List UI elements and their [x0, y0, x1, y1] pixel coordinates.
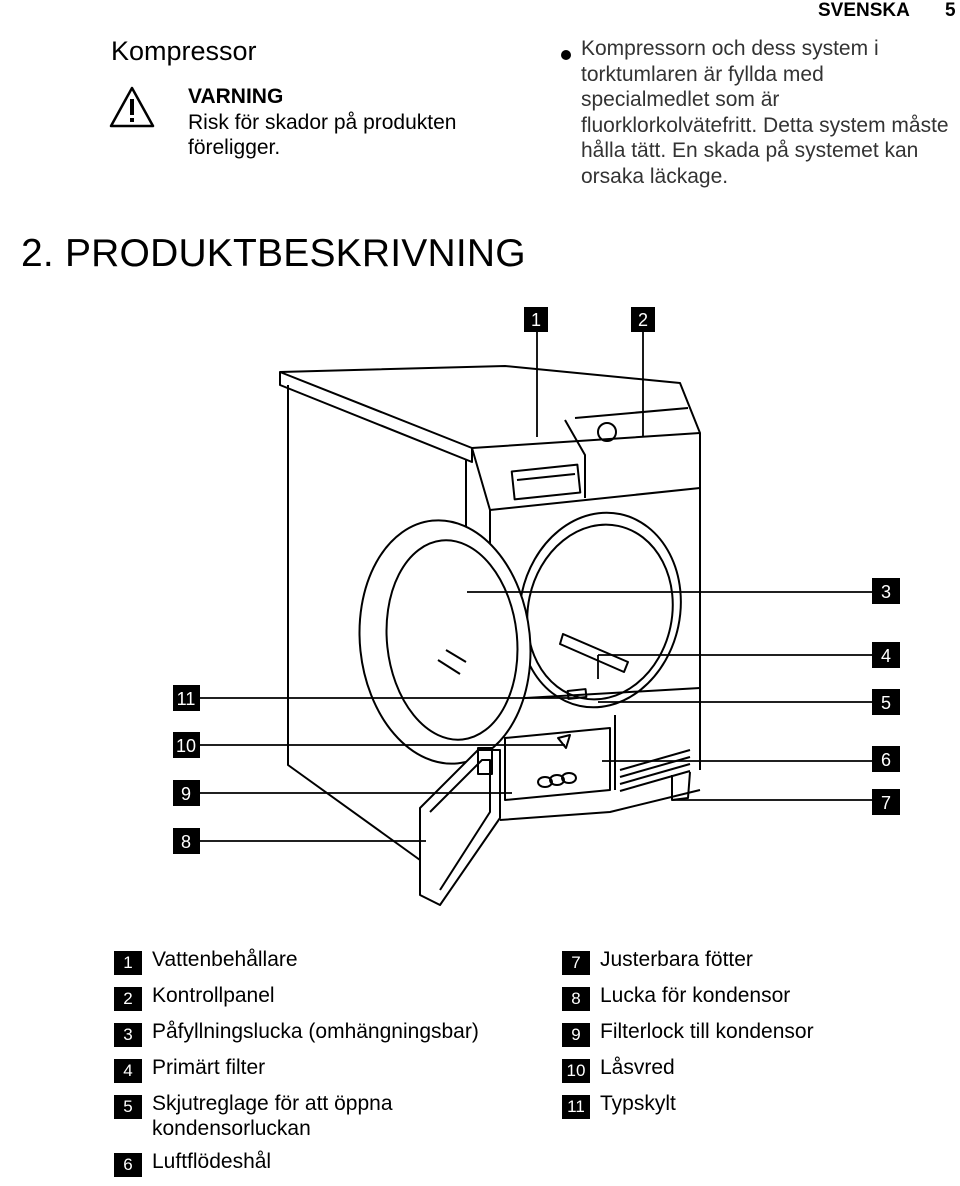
- legend-text: Vattenbehållare: [152, 948, 298, 971]
- warning-title: VARNING: [188, 85, 284, 108]
- warning-text: Risk för skador på produkten föreligger.: [188, 111, 457, 159]
- legend-left: 1 Vattenbehållare 2 Kontrollpanel 3 Påfylln…: [114, 948, 534, 1186]
- svg-text:6: 6: [881, 750, 891, 770]
- legend-text: Skjutreglage för att öppna kondensorluck…: [152, 1092, 393, 1140]
- legend-item: 1 Vattenbehållare: [114, 948, 534, 975]
- legend-number: 5: [114, 1095, 142, 1119]
- legend-text: Påfyllningslucka (omhängningsbar): [152, 1020, 479, 1043]
- callout-lines: [200, 332, 872, 842]
- legend-text: Luftflödeshål: [152, 1150, 272, 1173]
- legend-number: 9: [562, 1023, 590, 1047]
- legend-item: 7 Justerbara fötter: [562, 948, 952, 975]
- legend-number: 8: [562, 987, 590, 1011]
- legend-item: 5 Skjutreglage för att öppna kondensorluc…: [114, 1092, 534, 1141]
- legend-text: Låsvred: [600, 1056, 675, 1079]
- legend-number: 1: [114, 951, 142, 975]
- legend-number: 2: [114, 987, 142, 1011]
- legend-text: Kontrollpanel: [152, 984, 275, 1007]
- legend-item: 9 Filterlock till kondensor: [562, 1020, 952, 1047]
- bullet-dot: [561, 50, 571, 60]
- legend-item: 10 Låsvred: [562, 1056, 952, 1083]
- chapter-title: 2. PRODUKTBESKRIVNING: [21, 232, 526, 275]
- callout-8: 8: [173, 828, 200, 854]
- dryer-illustration: [279, 365, 701, 906]
- dryer-diagram: 1 2 3 4 5 6 7 8: [173, 307, 900, 906]
- legend-number: 3: [114, 1023, 142, 1047]
- svg-text:10: 10: [176, 736, 196, 756]
- svg-text:2: 2: [638, 310, 648, 330]
- legend-text: Primärt filter: [152, 1056, 266, 1079]
- callout-7: 7: [872, 789, 900, 815]
- legend-item: 11 Typskylt: [562, 1092, 952, 1119]
- svg-text:7: 7: [881, 793, 891, 813]
- header-page-number: 5: [945, 0, 956, 21]
- svg-text:5: 5: [881, 693, 891, 713]
- callout-labels: 1 2 3 4 5 6 7 8: [173, 307, 900, 854]
- legend-text: Lucka för kondensor: [600, 984, 791, 1007]
- svg-text:11: 11: [177, 689, 196, 709]
- warning-icon: [109, 86, 155, 128]
- callout-2: 2: [631, 307, 655, 332]
- callout-11: 11: [173, 685, 200, 711]
- legend-number: 6: [114, 1153, 142, 1177]
- callout-9: 9: [173, 780, 200, 806]
- legend-number: 11: [562, 1095, 590, 1119]
- legend-item: 3 Påfyllningslucka (omhängningsbar): [114, 1020, 534, 1047]
- callout-3: 3: [872, 578, 900, 604]
- callout-10: 10: [173, 732, 200, 758]
- legend-text: Typskylt: [600, 1092, 676, 1115]
- header-language: SVENSKA: [818, 0, 910, 21]
- svg-text:3: 3: [881, 582, 891, 602]
- legend-text: Filterlock till kondensor: [600, 1020, 814, 1043]
- section-title: Kompressor: [111, 36, 257, 66]
- svg-text:4: 4: [881, 646, 891, 666]
- legend-number: 7: [562, 951, 590, 975]
- bullet-text: Kompressorn och dess system i torktumlar…: [581, 37, 949, 188]
- callout-6: 6: [872, 746, 900, 772]
- legend-text: Justerbara fötter: [600, 948, 753, 971]
- callout-5: 5: [872, 689, 900, 715]
- callout-4: 4: [872, 642, 900, 668]
- legend-number: 4: [114, 1059, 142, 1083]
- legend-item: 4 Primärt filter: [114, 1056, 534, 1083]
- callout-1: 1: [524, 307, 548, 332]
- legend-number: 10: [562, 1059, 590, 1083]
- legend-item: 8 Lucka för kondensor: [562, 984, 952, 1011]
- svg-text:1: 1: [531, 310, 541, 330]
- legend-item: 2 Kontrollpanel: [114, 984, 534, 1011]
- svg-text:8: 8: [181, 832, 191, 852]
- svg-text:9: 9: [181, 784, 191, 804]
